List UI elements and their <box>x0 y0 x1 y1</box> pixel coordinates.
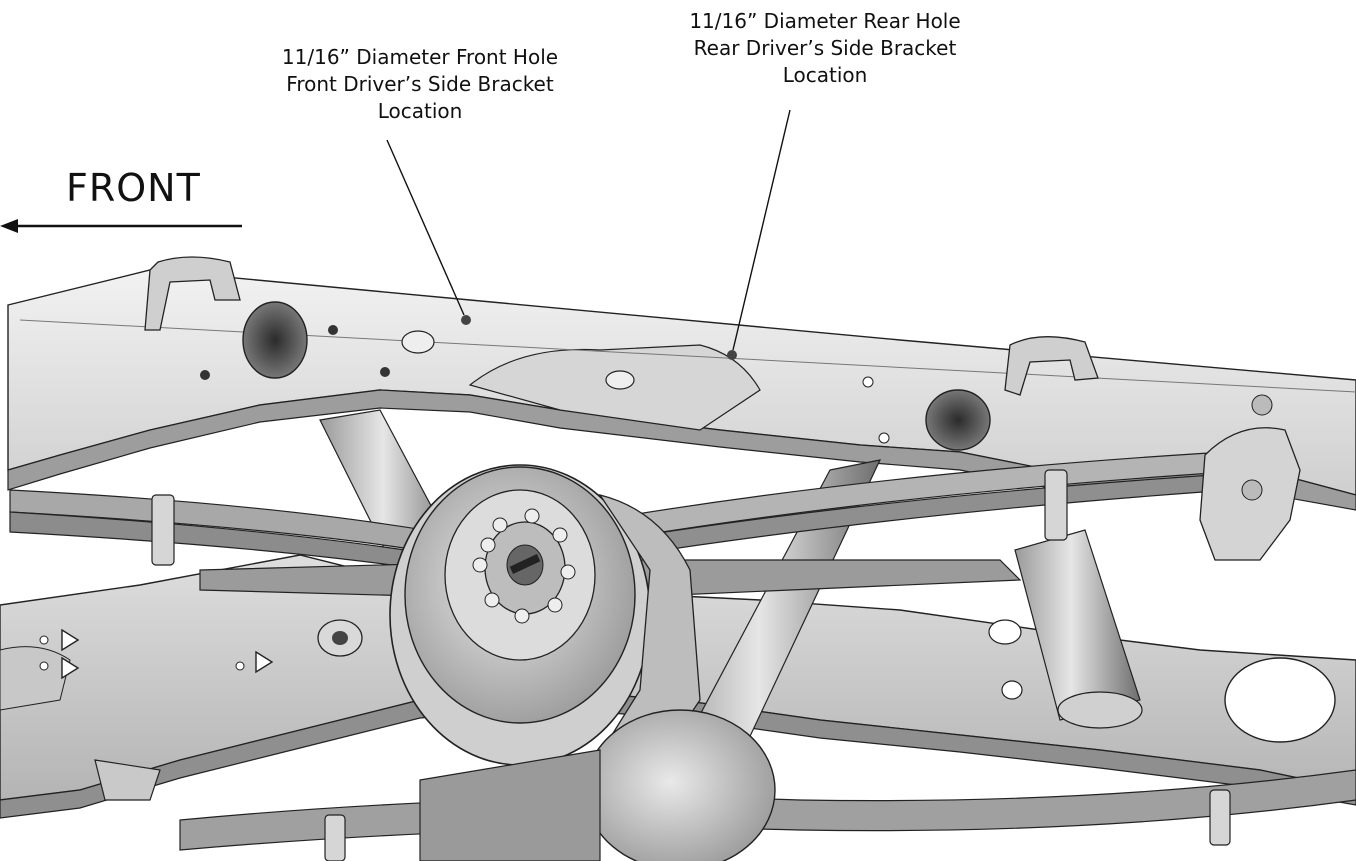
rear-hole-leader-line <box>732 109 791 351</box>
front-hole-callout: 11/16” Diameter Front Hole Front Driver’… <box>250 44 590 125</box>
front-hole-callout-line3: Location <box>377 99 463 123</box>
frame-rail-holes <box>200 301 991 451</box>
front-direction-label: FRONT <box>66 166 201 210</box>
rear-hole-callout-line2: Rear Driver’s Side Bracket <box>693 36 957 60</box>
rear-hole-callout-line1: 11/16” Diameter Rear Hole <box>689 9 961 33</box>
front-direction-arrow <box>0 219 242 233</box>
rear-hole-callout: 11/16” Diameter Rear Hole Rear Driver’s … <box>655 8 995 89</box>
front-hole-callout-line2: Front Driver’s Side Bracket <box>286 72 554 96</box>
front-hole-leader-line <box>386 139 465 316</box>
front-bracket-hole <box>461 315 471 325</box>
differential <box>419 709 776 861</box>
brake-drum-hub <box>389 464 701 791</box>
rear-bracket-hole <box>727 350 737 360</box>
front-hole-callout-line1: 11/16” Diameter Front Hole <box>281 45 559 69</box>
rear-hole-callout-line3: Location <box>782 63 868 87</box>
spring-shackle <box>1199 394 1301 561</box>
spring-hanger-brackets <box>144 256 1099 396</box>
